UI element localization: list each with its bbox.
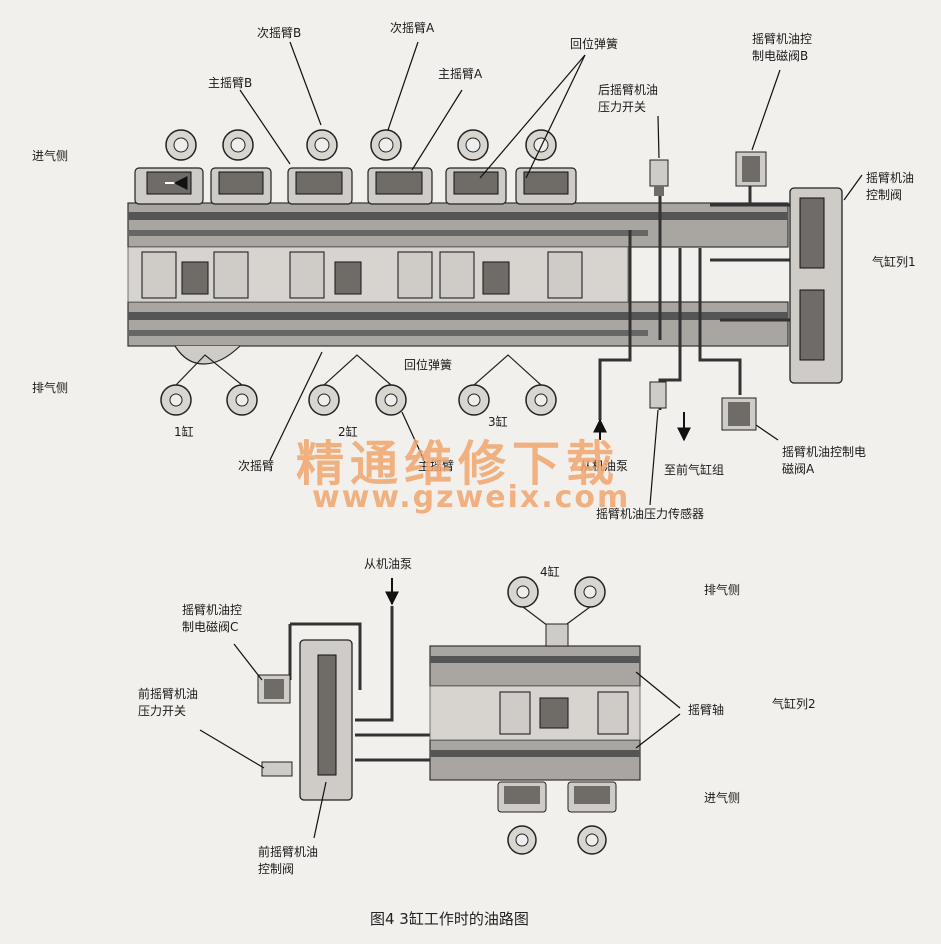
label-solenoid-c-l1: 摇臂机油控 bbox=[182, 603, 243, 617]
front-rocker-oil-control-valve bbox=[299, 639, 353, 801]
solenoid-valve-c bbox=[257, 674, 291, 704]
label-return-spring-mid: 回位弹簧 bbox=[404, 358, 453, 372]
intake-rocker-row bbox=[134, 129, 577, 205]
rocker-unit bbox=[134, 129, 204, 205]
label-control-valve-l1: 摇臂机油 bbox=[866, 171, 915, 185]
label-to-front-bank: 至前气缸组 bbox=[664, 463, 725, 477]
leader-lines-bottom bbox=[199, 643, 681, 839]
solenoid-valve-b bbox=[735, 151, 767, 187]
label-solenoid-a-l1: 摇臂机油控制电 bbox=[782, 445, 867, 459]
rocker-unit bbox=[367, 129, 433, 205]
label-main-rocker: 主摇臂 bbox=[418, 459, 455, 473]
watermark-cn: 精通维修下载 bbox=[296, 436, 621, 492]
rear-pressure-switch bbox=[649, 159, 669, 196]
oil-passages-top bbox=[598, 180, 790, 420]
rocker-unit bbox=[287, 129, 353, 205]
label-solenoid-c-l2: 制电磁阀C bbox=[182, 620, 239, 634]
label-intake-side-bottom: 进气侧 bbox=[704, 791, 741, 805]
label-main-rocker-b: 主摇臂B bbox=[208, 76, 253, 90]
label-rocker-shaft: 摇臂轴 bbox=[688, 703, 725, 717]
label-control-valve-l2: 控制阀 bbox=[866, 188, 903, 202]
label-pressure-sensor: 摇臂机油压力传感器 bbox=[596, 507, 705, 521]
label-cyl3: 3缸 bbox=[488, 415, 508, 429]
figure-caption: 图4 3缸工作时的油路图 bbox=[370, 910, 529, 928]
label-front-control-valve-l2: 控制阀 bbox=[258, 862, 295, 876]
solenoid-valve-a bbox=[721, 397, 757, 431]
label-return-spring-top: 回位弹簧 bbox=[570, 37, 619, 51]
label-front-control-valve-l1: 前摇臂机油 bbox=[258, 845, 319, 859]
label-cyl1: 1缸 bbox=[174, 425, 194, 439]
label-bank1: 气缸列1 bbox=[872, 255, 916, 269]
label-rear-pressure-switch-l2: 压力开关 bbox=[598, 100, 647, 114]
cyl4-intake-rockers bbox=[497, 781, 617, 855]
rocker-shaft-lower bbox=[429, 739, 641, 781]
watermark-url: www.gzweix.com bbox=[312, 480, 631, 515]
label-exhaust-side-bottom: 排气侧 bbox=[704, 583, 741, 597]
rocker-oil-pressure-sensor bbox=[649, 381, 667, 409]
label-from-oil-pump-bottom: 从机油泵 bbox=[364, 557, 413, 571]
exhaust-rocker-row bbox=[160, 345, 557, 416]
label-intake-side: 进气侧 bbox=[32, 149, 69, 163]
label-solenoid-b-l1: 摇臂机油控 bbox=[752, 32, 813, 46]
leader-lines-top bbox=[239, 41, 863, 506]
label-solenoid-b-l2: 制电磁阀B bbox=[752, 49, 809, 63]
label-secondary-rocker: 次摇臂 bbox=[238, 459, 275, 473]
rocker-unit bbox=[515, 129, 577, 205]
intake-rocker-shaft bbox=[127, 202, 789, 248]
label-solenoid-a-l2: 磁阀A bbox=[782, 462, 815, 476]
label-cyl2: 2缸 bbox=[338, 425, 358, 439]
top-diagram bbox=[127, 41, 863, 506]
label-secondary-rocker-a: 次摇臂A bbox=[390, 21, 435, 35]
rocker-unit bbox=[445, 129, 507, 205]
label-secondary-rocker-b: 次摇臂B bbox=[257, 26, 302, 40]
rocker-shaft-upper bbox=[429, 645, 641, 687]
front-pressure-switch bbox=[261, 761, 293, 777]
label-front-pressure-switch-l2: 压力开关 bbox=[138, 704, 187, 718]
label-front-pressure-switch-l1: 前摇臂机油 bbox=[138, 687, 199, 701]
exhaust-rocker-shaft bbox=[127, 301, 789, 347]
label-bank2: 气缸列2 bbox=[772, 697, 816, 711]
piston-row-bank2 bbox=[499, 691, 629, 735]
cyl4-exhaust-rocker bbox=[507, 576, 606, 647]
label-cyl4: 4缸 bbox=[540, 565, 560, 579]
rocker-unit bbox=[210, 129, 272, 205]
rocker-oil-control-valve bbox=[789, 187, 843, 384]
label-main-rocker-a: 主摇臂A bbox=[438, 67, 483, 81]
label-rear-pressure-switch-l1: 后摇臂机油 bbox=[598, 83, 659, 97]
piston-row bbox=[141, 251, 583, 299]
label-from-oil-pump-top: 从机油泵 bbox=[580, 459, 629, 473]
bottom-diagram bbox=[199, 576, 681, 855]
label-exhaust-side: 排气侧 bbox=[32, 381, 69, 395]
